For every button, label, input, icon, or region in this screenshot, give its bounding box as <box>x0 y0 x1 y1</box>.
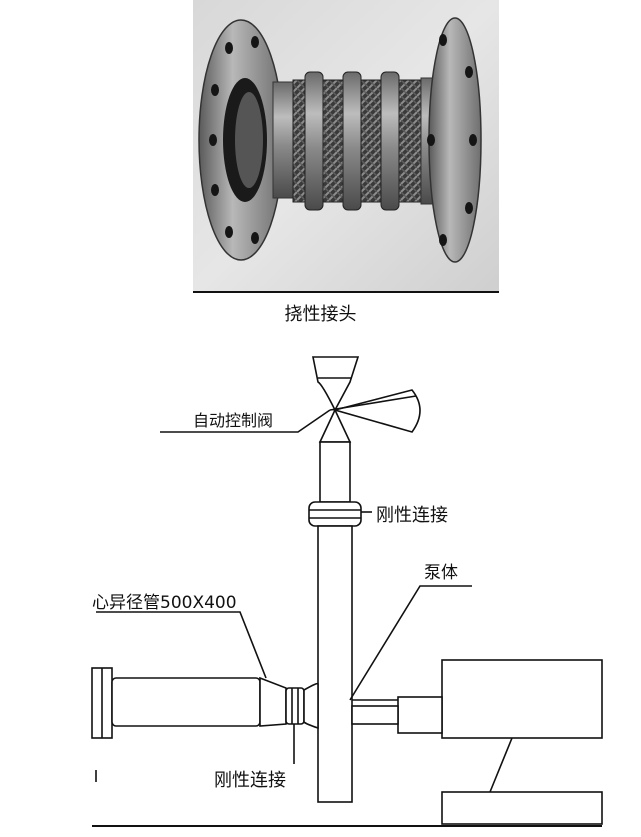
pump-body-label: 泵体 <box>424 563 458 583</box>
pump-base <box>441 791 603 825</box>
upper-rigid-flange <box>308 501 362 527</box>
inlet-pipe <box>111 677 261 727</box>
vertical-pipe <box>317 525 353 803</box>
eccentric-reducer <box>259 676 287 727</box>
control-valve-lower-cone <box>318 408 352 443</box>
control-valve-actuator <box>331 389 421 433</box>
lower-rigid-connection-label: 刚性连接 <box>214 770 286 791</box>
photo-caption: 挠性接头 <box>284 304 357 325</box>
pump-casing <box>441 659 603 739</box>
flexible-joint-illustration <box>193 0 499 293</box>
flexible-joint-photo <box>193 0 499 293</box>
pump-piping-diagram <box>91 356 603 827</box>
control-valve-upper-cone <box>312 356 360 412</box>
control-valve-label: 自动控制阀 <box>193 411 274 430</box>
upper-rigid-connection-label: 刚性连接 <box>376 505 448 526</box>
lower-rigid-flange <box>285 687 305 725</box>
reducer-pipe-label: 心异径管500X400 <box>92 593 237 613</box>
